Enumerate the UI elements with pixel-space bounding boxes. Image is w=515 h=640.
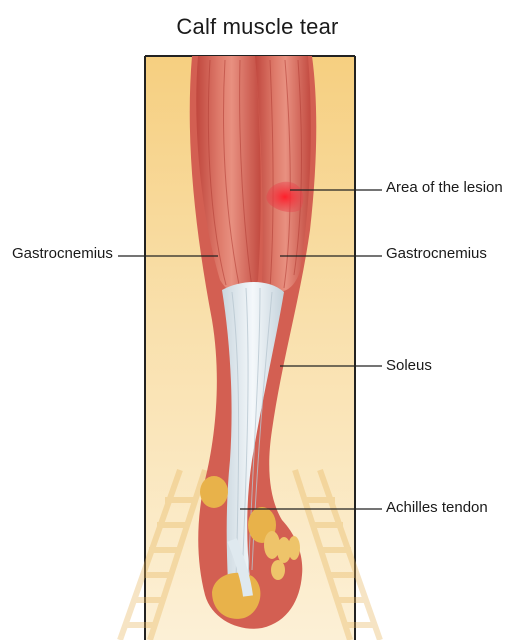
label-achilles-tendon: Achilles tendon <box>386 499 488 517</box>
ankle-bone-left <box>200 476 228 508</box>
label-gastrocnemius-right: Gastrocnemius <box>386 245 487 263</box>
label-soleus: Soleus <box>386 357 432 375</box>
label-area-of-lesion: Area of the lesion <box>386 179 503 197</box>
label-gastrocnemius-left: Gastrocnemius <box>12 245 113 263</box>
